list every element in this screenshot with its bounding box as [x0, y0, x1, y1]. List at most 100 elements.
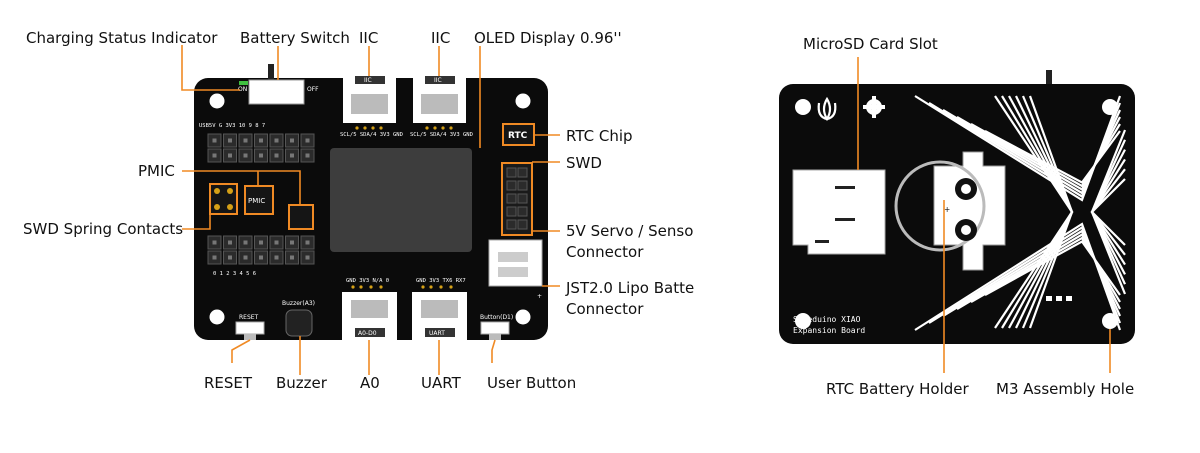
label-jst-line1: JST2.0 Lipo Batte — [565, 279, 694, 297]
header-pin-hole — [274, 255, 279, 260]
label-reset: RESET — [204, 374, 253, 392]
silk-off: OFF — [307, 86, 319, 93]
user-button[interactable] — [480, 321, 510, 335]
seeed-logo-icon — [817, 96, 837, 122]
svg-text:GND 3V3 N/A 0: GND 3V3 N/A 0 — [346, 278, 389, 284]
rtc-battery-holder: + — [894, 151, 1006, 271]
svg-text:SCL/5 SDA/4 3V3 GND: SCL/5 SDA/4 3V3 GND — [340, 132, 403, 138]
label-iic-2: IIC — [431, 29, 450, 47]
x-pattern-line — [984, 240, 1121, 296]
battery-switch-lever[interactable] — [268, 64, 274, 80]
x-pattern-line — [942, 109, 1122, 195]
x-pattern-line — [956, 116, 1121, 192]
mount-hole-top-right — [515, 93, 531, 109]
header-pin-hole — [290, 138, 294, 143]
label-jst-line2: Connector — [566, 300, 644, 318]
header-pin-hole — [212, 240, 217, 245]
header-pin-hole — [212, 255, 217, 260]
label-buzzer: Buzzer — [276, 374, 328, 392]
header-pin-hole — [259, 153, 263, 158]
label-m3-hole: M3 Assembly Hole — [996, 380, 1134, 398]
swd-pin — [517, 180, 528, 191]
label-oled: OLED Display 0.96'' — [474, 29, 622, 47]
header-pin-hole — [228, 240, 232, 245]
brand-line-1: Seeeduino XIAO — [793, 315, 861, 324]
svg-text:Button(D1): Button(D1) — [480, 314, 513, 321]
leader-lines — [181, 45, 1111, 375]
silk-on: ON — [238, 86, 247, 93]
gear-icon — [863, 96, 885, 118]
svg-text:+: + — [944, 205, 950, 214]
label-servo-line1: 5V Servo / Senso — [566, 222, 693, 240]
header-pin-hole — [243, 240, 248, 245]
label-swd: SWD — [566, 154, 602, 172]
oled-display — [330, 148, 472, 252]
svg-text:RTC: RTC — [508, 131, 528, 141]
swd-pin — [517, 206, 528, 217]
back-hole-top-right — [1102, 99, 1118, 115]
x-pattern-line — [956, 232, 1121, 310]
battery-switch[interactable] — [248, 79, 305, 105]
header-pin-hole — [259, 255, 263, 260]
label-swd-spring: SWD Spring Contacts — [23, 220, 183, 238]
header-pin-hole — [305, 240, 310, 245]
label-pmic: PMIC — [138, 162, 175, 180]
charging-led — [239, 81, 248, 85]
swd-pins — [506, 167, 528, 230]
mount-hole-top-left — [209, 93, 225, 109]
header-pin-hole — [259, 240, 263, 245]
microsd-card-slot[interactable] — [792, 169, 886, 255]
header-pin-hole — [259, 138, 263, 143]
silk-header-top: USB5V G 3V3 10 9 8 7 — [199, 123, 265, 129]
swd-pin — [506, 219, 517, 230]
mount-hole-bottom-right — [515, 309, 531, 325]
m3-assembly-hole — [1102, 313, 1118, 329]
pin-header-bottom — [207, 235, 315, 265]
back-hole-top-left — [795, 99, 811, 115]
iic-connector-1[interactable]: IIC SCL/5 SDA/4 3V3 GND — [340, 73, 403, 138]
header-pin-hole — [274, 138, 279, 143]
buzzer — [285, 309, 313, 337]
svg-text:+: + — [537, 293, 542, 300]
label-uart: UART — [421, 374, 462, 392]
header-pin-hole — [243, 153, 248, 158]
iic-connector-2[interactable]: IIC SCL/5 SDA/4 3V3 GND — [410, 73, 473, 138]
a0-connector[interactable]: GND 3V3 N/A 0 A0-D0 — [342, 278, 397, 340]
header-pin-hole — [274, 240, 279, 245]
label-rtc-battery: RTC Battery Holder — [826, 380, 970, 398]
swd-pin — [506, 180, 517, 191]
header-pin-hole — [305, 138, 310, 143]
x-pattern-line — [994, 95, 1074, 329]
header-pin-hole — [228, 255, 232, 260]
back-board: + Seeeduino XIAO Expansion Board — [779, 70, 1135, 344]
jst-battery-connector[interactable] — [488, 239, 543, 287]
x-pattern-line — [942, 229, 1122, 317]
label-battery-switch: Battery Switch — [240, 29, 350, 47]
svg-text:RESET: RESET — [239, 314, 259, 321]
svg-text:A0-D0: A0-D0 — [358, 330, 377, 337]
swd-pin — [517, 193, 528, 204]
svg-text:Buzzer(A3): Buzzer(A3) — [282, 300, 315, 307]
header-pin-hole — [212, 138, 217, 143]
svg-text:IIC: IIC — [434, 77, 442, 84]
swd-pin — [506, 167, 517, 178]
svg-text:SCL/5 SDA/4 3V3 GND: SCL/5 SDA/4 3V3 GND — [410, 132, 473, 138]
header-pin-hole — [305, 255, 310, 260]
reset-button[interactable] — [235, 321, 265, 335]
pmic-chip — [244, 185, 274, 215]
label-microsd: MicroSD Card Slot — [803, 35, 938, 53]
header-pin-hole — [243, 255, 248, 260]
header-pin-hole — [228, 138, 232, 143]
swd-pin — [517, 167, 528, 178]
label-a0: A0 — [360, 374, 380, 392]
x-pattern-line — [1090, 178, 1126, 246]
swd-spring-contacts — [209, 183, 238, 215]
header-pin-hole — [212, 153, 217, 158]
header-pin-hole — [290, 240, 294, 245]
mount-hole-bottom-left — [209, 309, 225, 325]
label-rtc-chip: RTC Chip — [566, 127, 633, 145]
uart-connector[interactable]: GND 3V3 TX6 RX7 UART — [412, 278, 467, 340]
x-pattern — [914, 95, 1127, 331]
x-pattern-line — [970, 236, 1121, 303]
